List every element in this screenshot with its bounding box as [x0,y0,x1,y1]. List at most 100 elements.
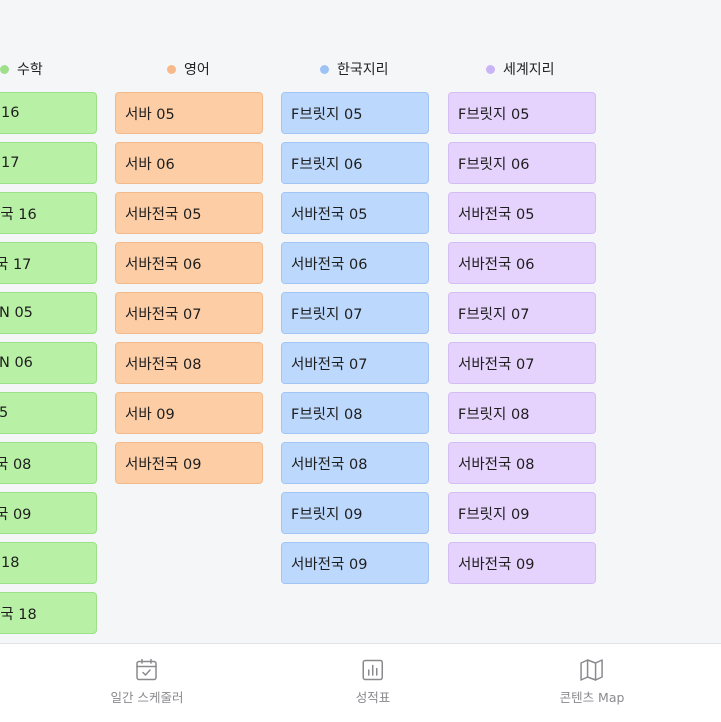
card-label: 국 08 [0,456,32,473]
list-item[interactable]: 서바전국 05 [448,192,596,234]
subject-board: 수학 16 17 전국 16 국 17 N 05 N 06 5 국 08 국 0… [0,59,598,642]
card-label: 18 [1,555,20,571]
list-item[interactable]: 서바전국 05 [281,192,429,234]
card-label: F브릿지 07 [291,306,363,323]
list-item[interactable]: 국 17 [0,242,97,284]
card-label: 서바전국 09 [291,556,368,573]
card-list-math: 16 17 전국 16 국 17 N 05 N 06 5 국 08 국 09 1… [0,92,99,642]
list-item[interactable]: F브릿지 09 [448,492,596,534]
card-label: F브릿지 06 [458,156,530,173]
card-label: F브릿지 07 [458,306,530,323]
card-label: 서바전국 08 [125,356,202,373]
tab-contents-map[interactable]: 콘텐츠 Map [559,658,625,706]
list-item[interactable]: N 05 [0,292,97,334]
world-geography-color-dot [486,64,495,74]
tab-daily-scheduler[interactable]: 일간 스케줄러 [110,658,184,706]
column-header-english: 영어 [167,59,210,79]
map-icon [580,659,604,681]
card-label: F브릿지 08 [458,406,530,423]
column-title: 수학 [17,62,43,78]
list-item[interactable]: 서바전국 06 [448,242,596,284]
list-item[interactable]: 국 08 [0,442,97,484]
list-item[interactable]: 17 [0,142,97,184]
list-item[interactable]: 서바전국 06 [281,242,429,284]
math-color-dot [0,64,9,74]
card-label: 서바 09 [125,406,175,423]
card-label: 서바전국 05 [125,206,202,223]
card-label: F브릿지 05 [291,106,363,123]
card-label: 서바전국 08 [458,456,535,473]
card-label: 국 09 [0,506,32,523]
list-item[interactable]: 16 [0,92,97,134]
list-item[interactable]: 서바전국 07 [281,342,429,384]
list-item[interactable]: F브릿지 08 [281,392,429,434]
list-item[interactable]: F브릿지 05 [448,92,596,134]
card-label: 서바전국 07 [458,356,535,373]
list-item[interactable]: 전국 18 [0,592,97,634]
list-item[interactable]: F브릿지 06 [281,142,429,184]
card-list-world-geography: F브릿지 05 F브릿지 06 서바전국 05 서바전국 06 F브릿지 07 … [448,92,598,592]
korean-geography-color-dot [320,64,329,74]
list-item[interactable]: F브릿지 09 [281,492,429,534]
card-label: 서바전국 05 [291,206,368,223]
card-label: 전국 18 [0,606,37,623]
card-label: F브릿지 08 [291,406,363,423]
card-label: 서바전국 07 [125,306,202,323]
card-label: 서바전국 06 [291,256,368,273]
card-list-english: 서바 05 서바 06 서바전국 05 서바전국 06 서바전국 07 서바전국… [115,92,265,492]
card-label: 서바전국 07 [291,356,368,373]
card-label: 국 17 [0,256,32,273]
list-item[interactable]: 서바전국 05 [115,192,263,234]
list-item[interactable]: 서바 09 [115,392,263,434]
list-item[interactable]: F브릿지 06 [448,142,596,184]
column-title: 영어 [184,62,210,78]
card-label: 서바전국 08 [291,456,368,473]
card-label: N 06 [0,355,33,371]
list-item[interactable]: N 06 [0,342,97,384]
card-label: 서바전국 06 [125,256,202,273]
list-item[interactable]: F브릿지 05 [281,92,429,134]
card-label: 5 [0,405,8,421]
card-label: 16 [1,105,20,121]
list-item[interactable]: 전국 16 [0,192,97,234]
column-header-world-geography: 세계지리 [486,59,555,79]
card-label: F브릿지 05 [458,106,530,123]
tab-report-card[interactable]: 성적표 [355,658,391,706]
list-item[interactable]: 서바전국 09 [281,542,429,584]
list-item[interactable]: 서바전국 07 [448,342,596,384]
list-item[interactable]: 서바 05 [115,92,263,134]
card-label: N 05 [0,305,33,321]
tab-label: 성적표 [355,690,391,705]
column-title: 세계지리 [503,62,555,78]
column-header-korean-geography: 한국지리 [320,59,389,79]
list-item[interactable]: 5 [0,392,97,434]
card-label: 전국 16 [0,206,37,223]
card-label: 17 [1,155,20,171]
list-item[interactable]: 국 09 [0,492,97,534]
list-item[interactable]: 서바전국 07 [115,292,263,334]
card-label: F브릿지 06 [291,156,363,173]
list-item[interactable]: 서바전국 06 [115,242,263,284]
list-item[interactable]: F브릿지 08 [448,392,596,434]
list-item[interactable]: 서바전국 09 [448,542,596,584]
card-label: 서바 05 [125,106,175,123]
calendar-check-icon [136,658,158,681]
list-item[interactable]: 서바전국 09 [115,442,263,484]
card-list-korean-geography: F브릿지 05 F브릿지 06 서바전국 05 서바전국 06 F브릿지 07 … [281,92,431,592]
list-item[interactable]: 서바전국 08 [115,342,263,384]
tab-label: 일간 스케줄러 [110,690,184,705]
list-item[interactable]: 서바전국 08 [448,442,596,484]
list-item[interactable]: 서바전국 08 [281,442,429,484]
card-label: 서바 06 [125,156,175,173]
card-label: F브릿지 09 [291,506,363,523]
list-item[interactable]: F브릿지 07 [281,292,429,334]
bar-chart-icon [362,659,384,681]
card-label: 서바전국 05 [458,206,535,223]
english-color-dot [167,64,176,74]
list-item[interactable]: F브릿지 07 [448,292,596,334]
tab-label: 콘텐츠 Map [559,690,625,705]
list-item[interactable]: 18 [0,542,97,584]
bottom-tab-bar: 일간 스케줄러 성적표 콘텐츠 Map [0,643,721,722]
card-label: 서바전국 09 [125,456,202,473]
list-item[interactable]: 서바 06 [115,142,263,184]
